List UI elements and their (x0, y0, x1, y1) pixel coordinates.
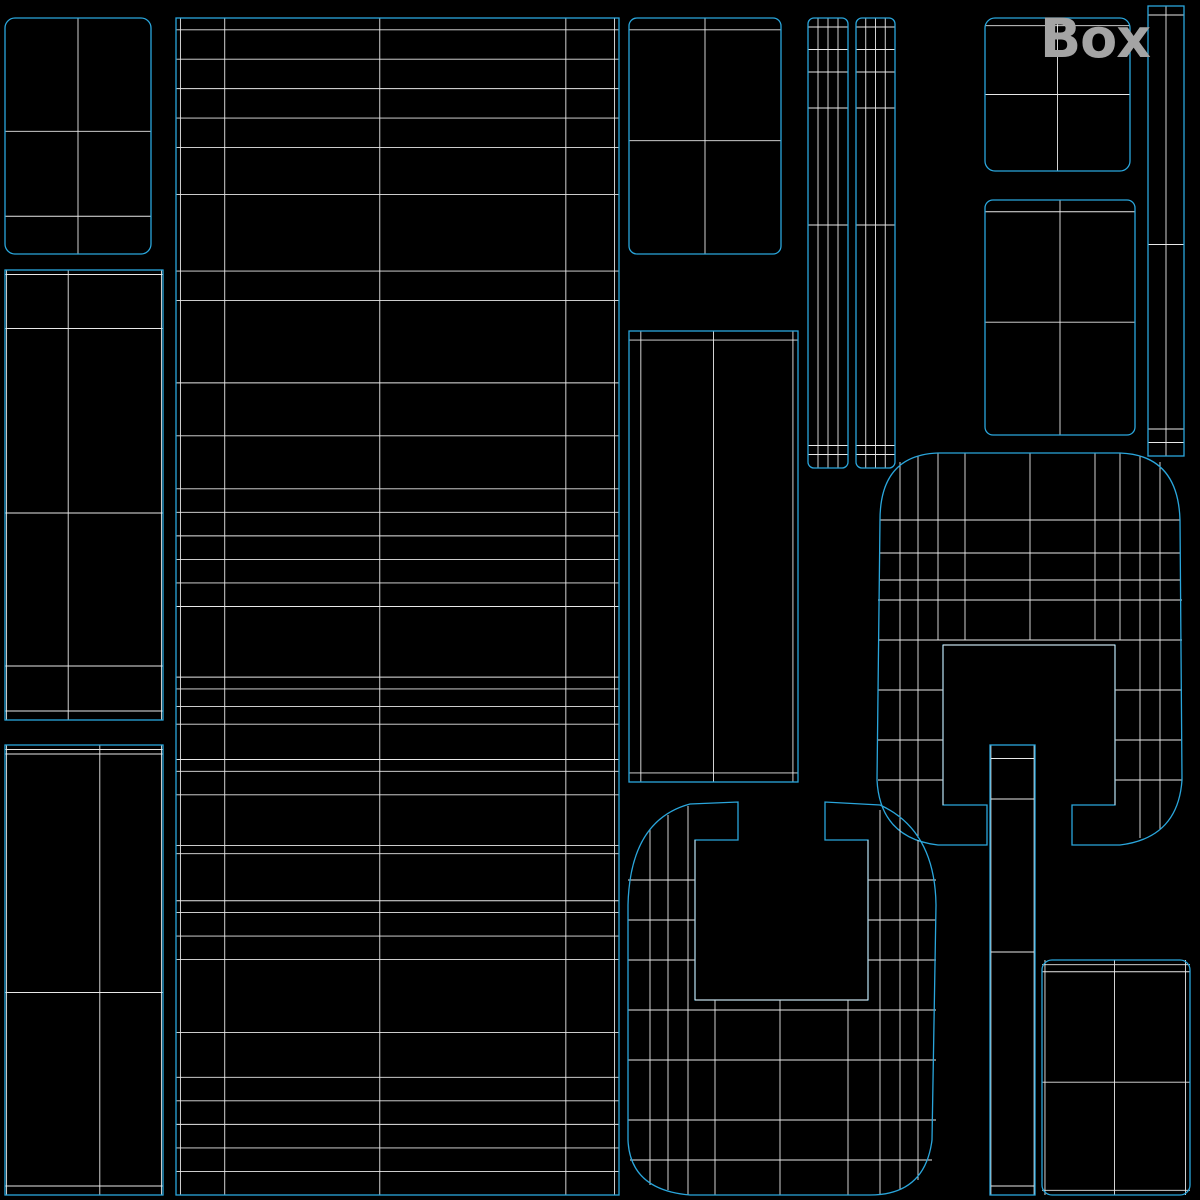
uv-island-right-small-wire-grid (985, 18, 1130, 171)
uv-island-strip-right-seam-outline (1147, 5, 1185, 457)
uv-island-main-panel-seam-outline (175, 17, 620, 1196)
uv-island-right-mid-seam-outline (984, 199, 1136, 436)
uv-island-strip-b-wire-grid (856, 18, 895, 468)
uv-island-mid-tall (628, 330, 799, 783)
uv-island-cap-upper-notch-edge (942, 644, 1116, 805)
uv-island-strip-a-wire-grid (808, 18, 848, 468)
uv-island-cap-lower-wire-grid (628, 806, 936, 1195)
uv-island-mid-top-wire-grid (629, 18, 781, 254)
uv-island-strip-bottom (989, 744, 1036, 1196)
uv-island-cap-lower-notch-edge (694, 840, 869, 1001)
uv-island-top-left-wire-grid (5, 18, 151, 254)
uv-island-left-bottom (4, 744, 164, 1196)
uv-island-right-bottom-seam-outline (1041, 959, 1191, 1196)
uv-island-strip-bottom-wire-grid (990, 745, 1035, 1195)
uv-island-mid-tall-seam-outline (628, 330, 799, 783)
uv-island-cap-lower (627, 801, 937, 1196)
uv-island-right-bottom (1041, 959, 1191, 1196)
uv-island-strip-right (1147, 5, 1185, 457)
uv-island-strip-bottom-seam-outline (989, 744, 1036, 1196)
uv-island-strip-b-seam-outline (855, 17, 896, 469)
uv-island-top-left (4, 17, 152, 255)
uv-island-mid-top (628, 17, 782, 255)
uv-island-cap-upper-seam-outline (876, 452, 1183, 846)
uv-island-left-middle-seam-outline (4, 269, 164, 721)
uv-island-cap-upper-wire-grid (878, 453, 1182, 838)
uv-island-left-bottom-seam-outline (4, 744, 164, 1196)
uv-island-cap-lower-seam-outline (627, 801, 937, 1196)
uv-island-top-left-seam-outline (4, 17, 152, 255)
uv-island-left-bottom-wire-grid (5, 745, 163, 1195)
uv-island-right-mid (984, 199, 1136, 436)
box-label: Box (1040, 7, 1151, 70)
uv-island-strip-a-seam-outline (807, 17, 849, 469)
uv-island-right-small (984, 17, 1131, 172)
uv-island-main-panel (175, 17, 620, 1196)
uv-islands (4, 5, 1191, 1196)
uv-island-right-bottom-wire-grid (1042, 960, 1190, 1195)
uv-island-right-mid-wire-grid (985, 200, 1135, 435)
uv-island-strip-b (855, 17, 896, 469)
uv-island-left-middle-wire-grid (5, 270, 163, 720)
uv-island-mid-top-seam-outline (628, 17, 782, 255)
uv-island-strip-right-wire-grid (1148, 6, 1184, 456)
uv-island-main-panel-wire-grid (176, 18, 619, 1195)
uv-island-left-middle (4, 269, 164, 721)
uv-island-right-small-seam-outline (984, 17, 1131, 172)
uv-island-cap-upper (876, 452, 1183, 846)
uv-island-strip-a (807, 17, 849, 469)
uv-island-mid-tall-wire-grid (629, 331, 798, 782)
